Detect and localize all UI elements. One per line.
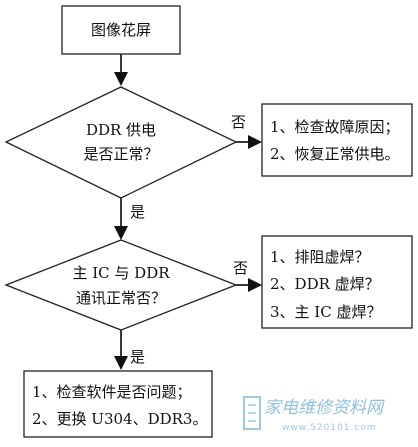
action2-line2: 2、DDR 虚焊？ <box>270 275 380 293</box>
decision2-yes-label: 是 <box>130 348 145 366</box>
action1-line2: 2、恢复正常供电。 <box>270 145 400 163</box>
decision1-line2: 是否正常？ <box>83 145 158 163</box>
decision1-line1: DDR 供电 <box>86 121 156 139</box>
watermark-logo: 家电维修资料网 www.520101.com <box>243 396 385 433</box>
watermark-text: 家电维修资料网 <box>264 398 385 418</box>
action3-line1: 1、检查软件是否问题； <box>32 383 192 401</box>
arrowhead-start-decision1 <box>114 72 128 86</box>
decision2-line2: 通讯正常否？ <box>76 289 166 307</box>
decision2-line1: 主 IC 与 DDR <box>72 264 170 282</box>
action3-line2: 2、更换 U304、DDR3。 <box>32 410 207 428</box>
action2-line3: 3、主 IC 虚焊？ <box>270 303 381 321</box>
arrowhead-decision1-yes <box>114 226 128 240</box>
decision2-diamond <box>4 239 238 331</box>
action3-box <box>23 370 213 438</box>
start-box <box>61 5 181 55</box>
arrowhead-decision2-yes <box>114 356 128 370</box>
action1-box <box>261 103 413 177</box>
decision1-no-label: 否 <box>231 113 246 131</box>
watermark-icon <box>243 396 261 430</box>
watermark-icon-lines <box>248 404 256 422</box>
watermark-url: www.520101.com <box>282 423 377 433</box>
decision2-no-label: 否 <box>233 259 248 277</box>
arrowhead-decision1-no <box>248 135 262 149</box>
action2-box <box>261 235 413 329</box>
action2-line1: 1、排阻虚焊？ <box>270 248 370 266</box>
arrowhead-decision2-no <box>248 278 262 292</box>
start-label: 图像花屏 <box>91 21 151 39</box>
decision1-diamond <box>4 86 238 199</box>
action1-line1: 1、检查故障原因； <box>270 118 400 136</box>
decision1-yes-label: 是 <box>130 203 145 221</box>
